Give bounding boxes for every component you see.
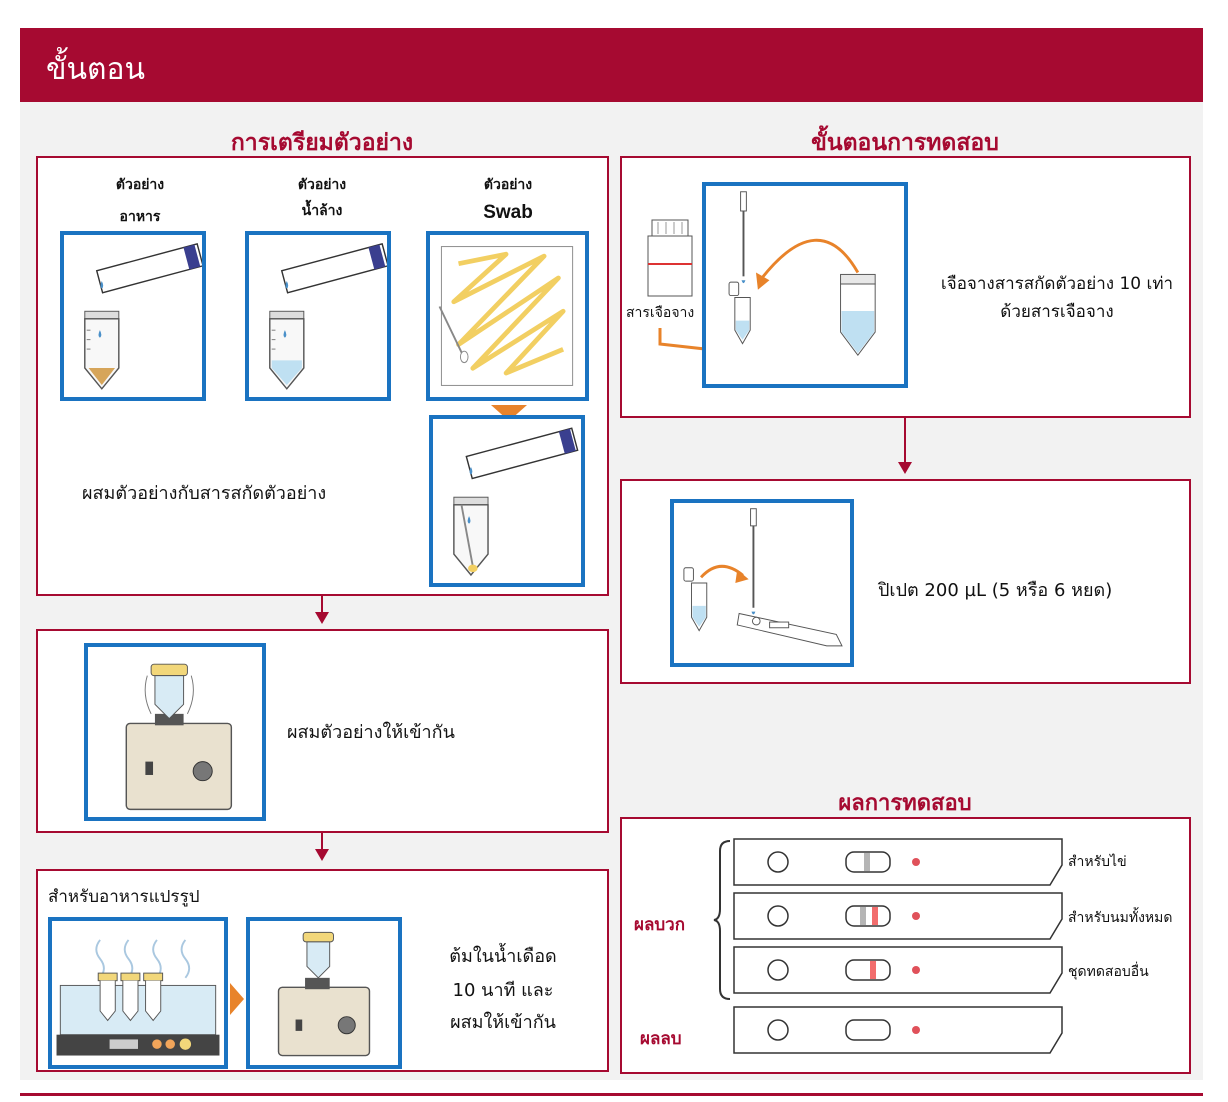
food-label-2: อาหาร — [119, 209, 161, 225]
boiling-bath-illustration — [48, 917, 228, 1069]
wash-sample-illustration — [245, 231, 391, 401]
strip-label-egg: สำหรับไข่ — [1068, 854, 1127, 870]
dilute-line-2: ด้วยสารเจือจาง — [1000, 302, 1114, 322]
positive-bracket-icon — [713, 840, 731, 1000]
strip-other — [733, 946, 1063, 994]
vortex-small-illustration — [246, 917, 402, 1069]
processed-step-box: สำหรับอาหารแปรรูป — [36, 869, 609, 1072]
wash-label-2: น้ำล้าง — [301, 203, 343, 219]
swab-tube-illustration — [429, 415, 585, 587]
connector-line — [321, 596, 323, 614]
vortex-step-box: ผสมตัวอย่างให้เข้ากัน — [36, 629, 609, 833]
negative-label: ผลลบ — [640, 1029, 682, 1049]
pipette-step-box: ปิเปต 200 µL (5 หรือ 6 หยด) — [620, 479, 1191, 684]
vortex-illustration — [84, 643, 266, 821]
wash-tube-icon — [269, 243, 387, 390]
swab-surface-illustration — [426, 231, 589, 401]
dilution-step-box: สารเจือจาง เจือจางสารสกัดตัวอย่าง 10 เท่… — [620, 156, 1191, 418]
swab-zigzag-icon — [438, 246, 574, 386]
positive-label: ผลบวก — [634, 915, 686, 935]
boil-line-2: 10 นาที และ — [452, 980, 554, 1001]
diluent-bottle-icon — [647, 219, 693, 297]
dilution-illustration — [702, 182, 908, 388]
strip-label-other: ชุดทดสอบอื่น — [1068, 964, 1149, 980]
vortex-text: ผสมตัวอย่างให้เข้ากัน — [287, 722, 455, 743]
swab-label-2: Swab — [483, 202, 533, 223]
wash-label-1: ตัวอย่าง — [297, 177, 347, 193]
dilution-tubes-icon — [728, 191, 876, 356]
water-bath-icon — [56, 939, 220, 1056]
page-title: ขั้นตอน — [46, 52, 146, 87]
pipette-strip-icon — [683, 508, 843, 647]
swab-label-1: ตัวอย่าง — [483, 177, 533, 193]
food-label-1: ตัวอย่าง — [115, 177, 165, 193]
food-tube-icon — [84, 243, 202, 390]
header-bar: ขั้นตอน — [20, 28, 1203, 102]
strip-line-red — [870, 961, 876, 979]
results-box: ผลบวก ผลลบ — [620, 817, 1191, 1074]
arrow-head-icon — [315, 849, 329, 861]
down-arrow-icon — [491, 405, 527, 421]
arrow-head-icon — [315, 612, 329, 624]
strip-line-red — [872, 907, 878, 925]
vortex-mixer-icon — [125, 663, 233, 811]
prep-title: การเตรียมตัวอย่าง — [230, 130, 414, 156]
strip-egg — [733, 838, 1063, 886]
diluent-label: สารเจือจาง — [626, 305, 695, 321]
arrow-head-icon — [898, 462, 912, 474]
right-arrow-icon — [230, 983, 244, 1015]
strip-line-gray — [860, 907, 866, 925]
mix-extract-text: ผสมตัวอย่างกับสารสกัดตัวอย่าง — [82, 483, 327, 504]
boil-line-3: ผสมให้เข้ากัน — [450, 1012, 556, 1033]
results-title: ผลการทดสอบ — [838, 791, 972, 816]
strip-negative — [733, 1006, 1063, 1054]
swab-tube-icon — [453, 427, 579, 577]
prep-step-box: ตัวอย่าง อาหาร ตัวอย่าง น้ำล้าง ตัวอย่าง… — [36, 156, 609, 596]
dilute-line-1: เจือจางสารสกัดตัวอย่าง 10 เท่า — [940, 274, 1174, 294]
vortex-mixer-small-icon — [277, 931, 371, 1057]
pipette-text: ปิเปต 200 µL (5 หรือ 6 หยด) — [878, 580, 1113, 601]
footer-rule — [20, 1093, 1203, 1096]
connector-line — [321, 833, 323, 851]
test-strips — [733, 838, 1063, 1054]
test-title: ขั้นตอนการทดสอบ — [811, 130, 999, 156]
strip-line-gray — [864, 853, 870, 871]
strip-milk — [733, 892, 1063, 940]
boil-line-1: ต้มในน้ำเดือด — [449, 946, 557, 967]
food-sample-illustration — [60, 231, 206, 401]
strip-label-milk: สำหรับนมทั้งหมด — [1068, 910, 1173, 926]
connector-line — [904, 418, 906, 464]
processed-title: สำหรับอาหารแปรรูป — [48, 887, 200, 907]
pipette-illustration — [670, 499, 854, 667]
